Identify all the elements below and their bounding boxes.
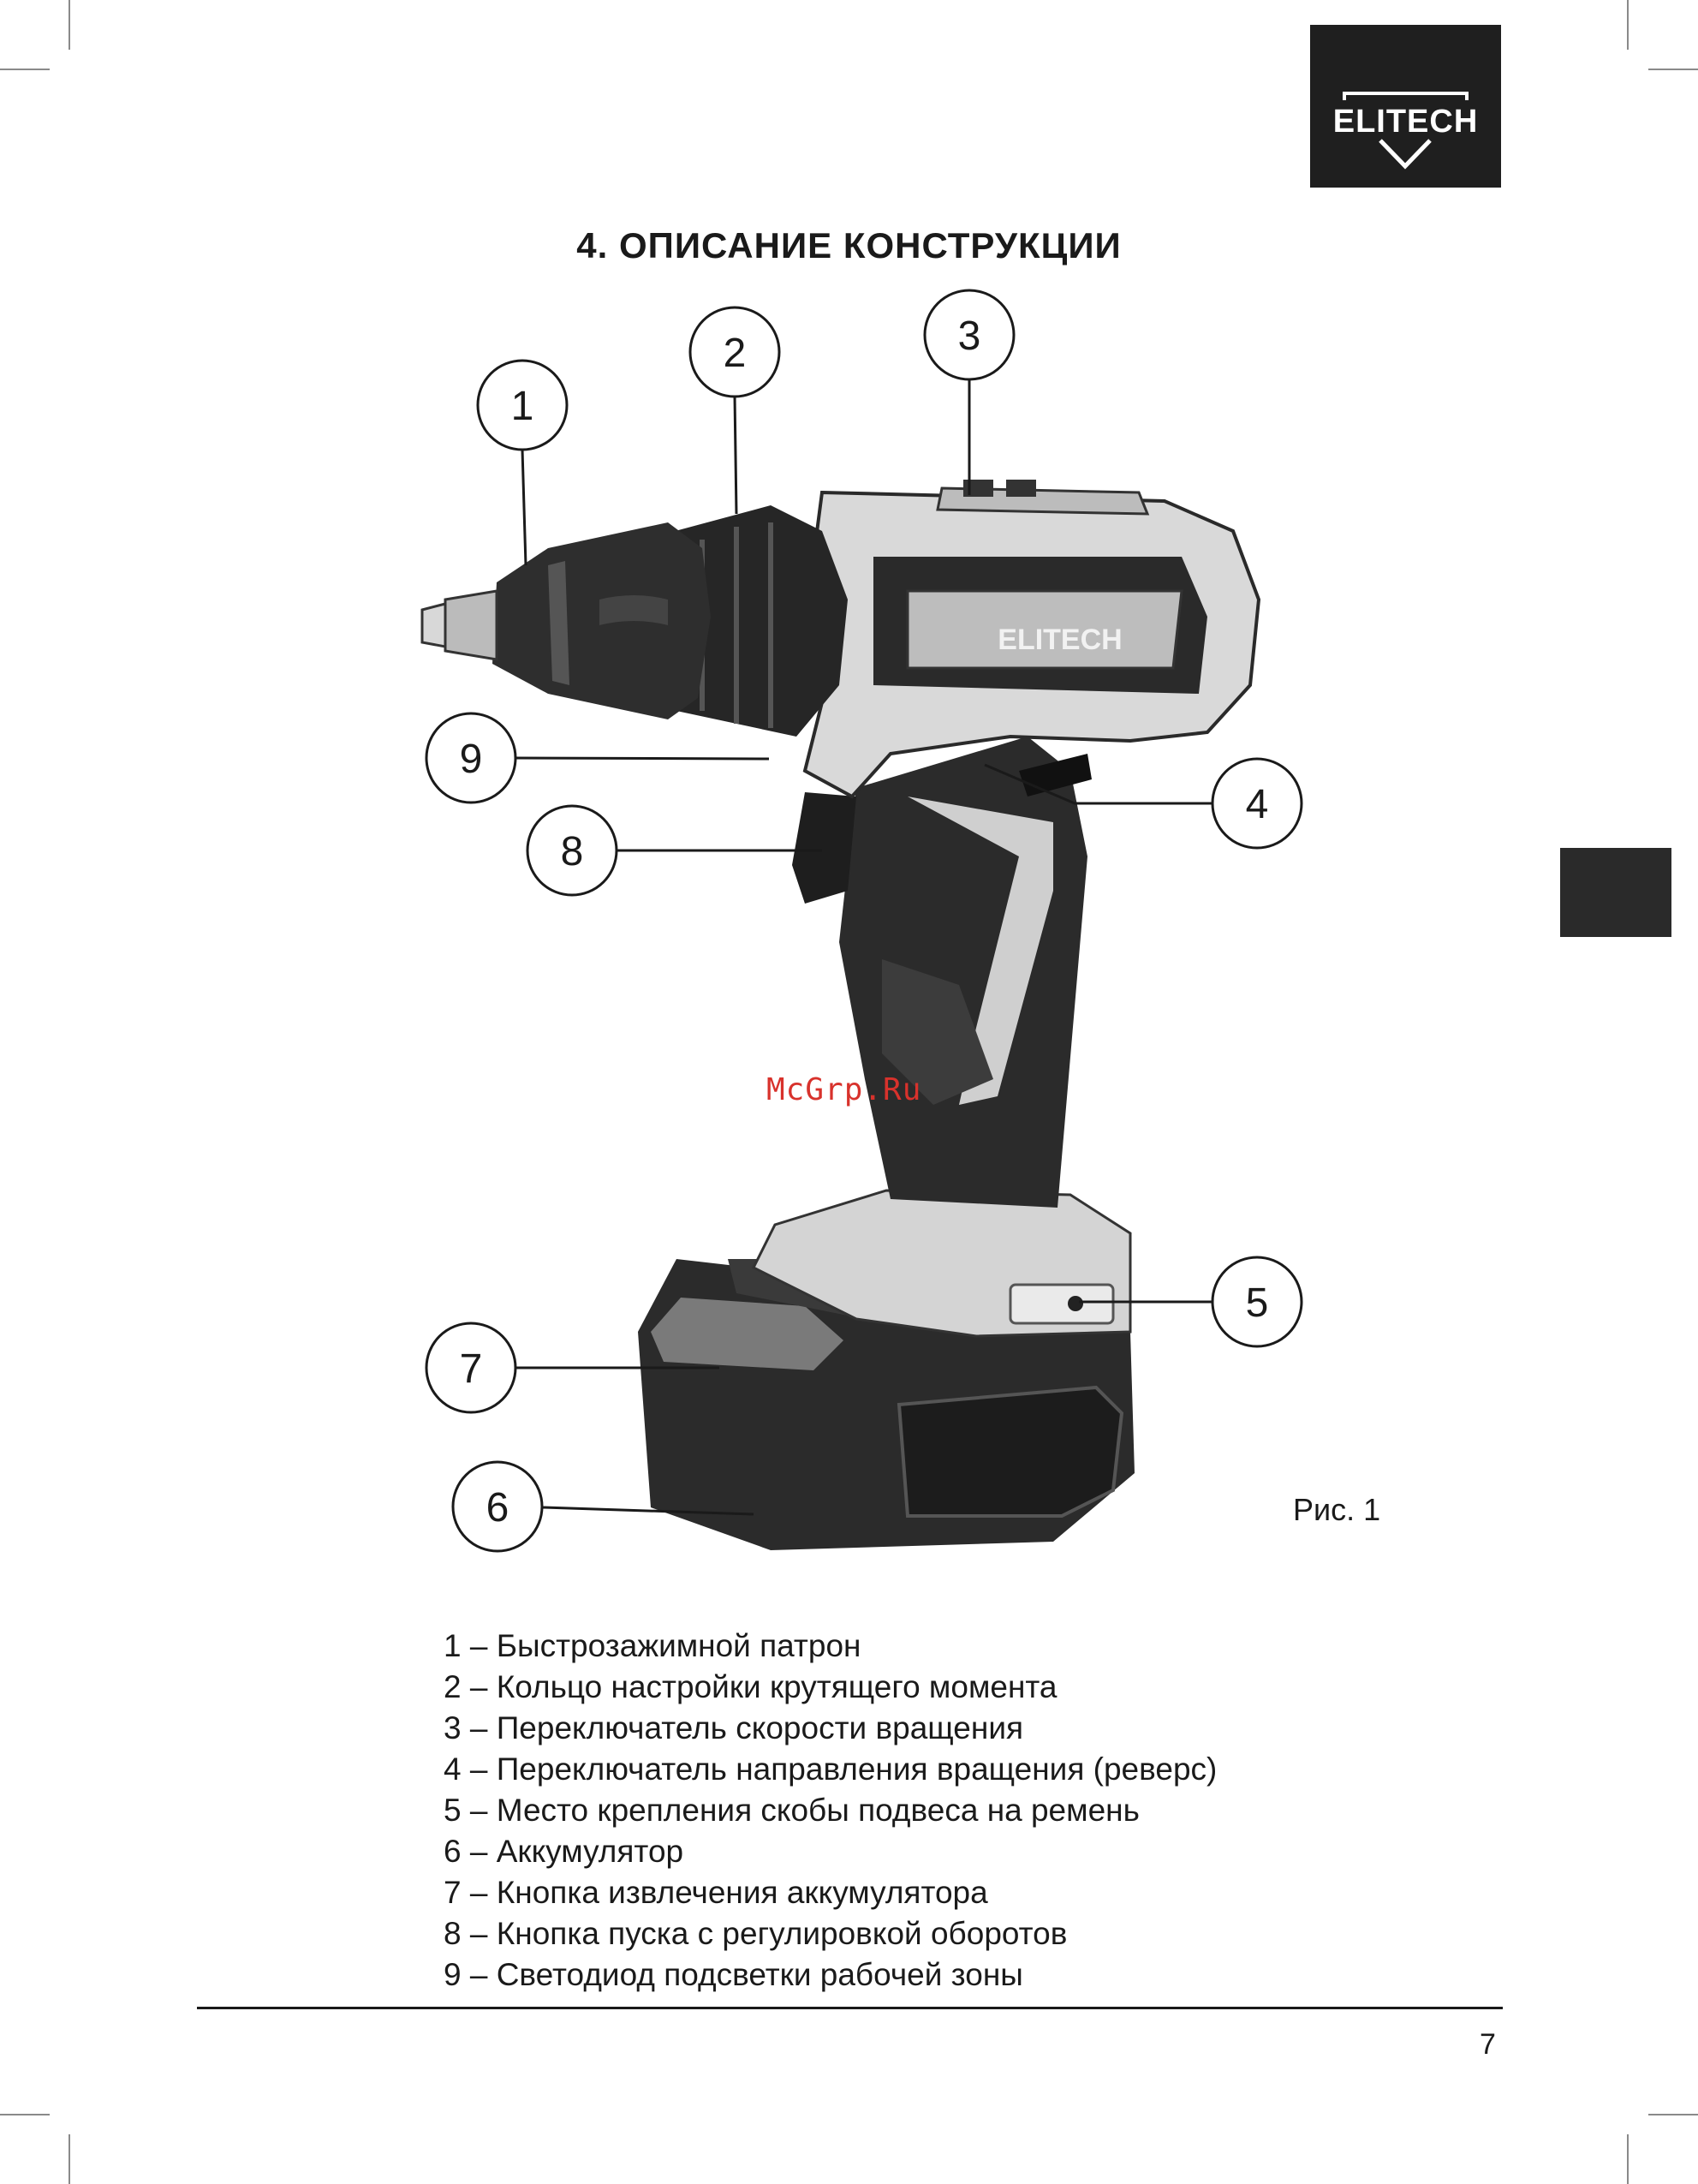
crop-mark (1648, 2114, 1698, 2115)
callout-2-circle (688, 306, 781, 398)
callout-1-circle (476, 359, 569, 451)
tool-brand-text: ELITECH (998, 624, 1122, 656)
trigger-illustration (792, 792, 856, 904)
callout-7-circle (425, 1322, 517, 1414)
callout-circles (425, 289, 1303, 1553)
section-title: 4. ОПИСАНИЕ КОНСТРУКЦИИ (576, 225, 1122, 266)
brand-logo: ELITECH (1310, 25, 1501, 188)
legend-item: 8 – Кнопка пуска с регулировкой оборотов (444, 1916, 1068, 1951)
legend-item: 2 – Кольцо настройки крутящего момента (444, 1669, 1058, 1704)
callout-6-label: 6 (486, 1485, 509, 1531)
callout-2-label: 2 (724, 331, 747, 376)
logo-triangle-icon (1343, 92, 1469, 170)
crop-mark (0, 2114, 50, 2115)
handle-illustration (839, 737, 1092, 1208)
crop-mark (0, 69, 50, 70)
callout-8-label: 8 (561, 829, 584, 874)
callout-6-circle (451, 1460, 544, 1553)
logo-text: ELITECH (1332, 104, 1479, 140)
drill-figure: ELITECH 1 2 (420, 289, 1303, 1553)
legend-item: 4 – Переключатель направления вращения (… (444, 1751, 1218, 1787)
callout-3-circle (923, 289, 1016, 381)
chuck-illustration (420, 522, 711, 719)
legend-item: 6 – Аккумулятор (444, 1834, 684, 1869)
housing-illustration (802, 480, 1261, 799)
callout-4-label: 4 (1246, 782, 1269, 827)
legend-item: 9 – Светодиод подсветки рабочей зоны (444, 1957, 1023, 1992)
callout-4-circle (1211, 757, 1303, 850)
watermark: McGrp.Ru (766, 1072, 922, 1107)
crop-mark (1627, 2134, 1629, 2184)
callout-5-label: 5 (1246, 1280, 1269, 1326)
parts-legend: 1 – Быстрозажимной патрон 2 – Кольцо нас… (444, 1626, 1217, 1996)
callout-8-circle (526, 804, 618, 897)
battery-mount-illustration (751, 1189, 1132, 1338)
legend-item: 5 – Место крепления скобы подвеса на рем… (444, 1793, 1140, 1828)
callout-9-circle (425, 712, 517, 804)
crop-mark (1627, 0, 1629, 50)
legend-item: 1 – Быстрозажимной патрон (444, 1628, 861, 1663)
figure-caption: Рис. 1 (1293, 1492, 1381, 1527)
crop-mark (69, 2134, 70, 2184)
callout-5-circle (1211, 1256, 1303, 1348)
callout-leaders (513, 379, 1214, 1516)
section-tab-marker (1560, 848, 1671, 937)
crop-mark (69, 0, 70, 50)
legend-item: 7 – Кнопка извлечения аккумулятора (444, 1875, 988, 1910)
page-number: 7 (1480, 2028, 1496, 2061)
callout-7-label: 7 (460, 1346, 483, 1392)
footer-rule (197, 2007, 1503, 2009)
callout-1-label: 1 (511, 384, 534, 429)
callout-3-label: 3 (958, 313, 981, 359)
legend-item: 3 – Переключатель скорости вращения (444, 1710, 1024, 1745)
crop-mark (1648, 69, 1698, 70)
callout-9-label: 9 (460, 737, 483, 782)
